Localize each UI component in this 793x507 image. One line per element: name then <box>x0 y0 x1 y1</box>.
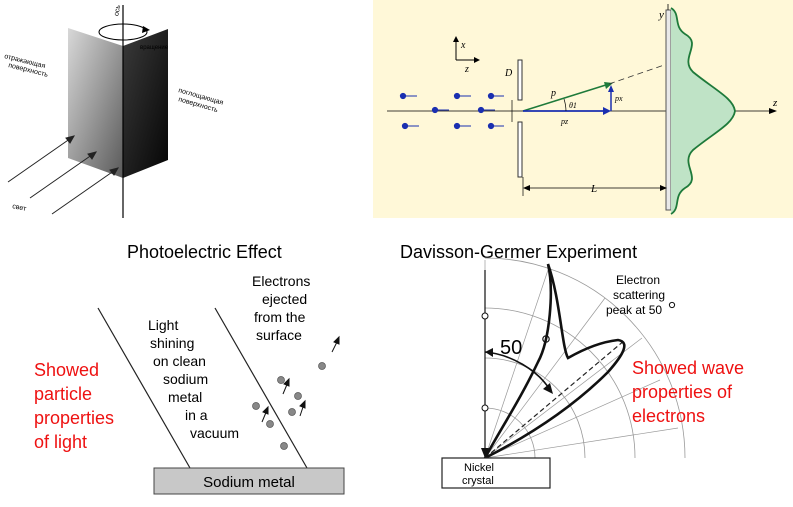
wave-note-2: properties of <box>632 382 733 402</box>
particle-note-3: properties <box>34 408 114 428</box>
angle-label: θ1 <box>569 101 577 110</box>
slit-barrier-bottom <box>517 121 523 178</box>
ejected-electrons <box>252 362 326 450</box>
diffraction-intensity-curve <box>670 7 736 215</box>
scattering-intensity-curve <box>483 263 626 460</box>
distance-label: L <box>590 183 597 195</box>
incoming-electrons <box>399 92 504 130</box>
peak-text-1: Electron <box>616 273 660 287</box>
reflecting-plate <box>68 28 123 178</box>
light-label: свет <box>12 203 28 213</box>
light-text-4: sodium <box>163 371 208 387</box>
slit-width-label: D <box>504 68 513 79</box>
peak-direction-line <box>484 339 626 459</box>
momentum-px-label: px <box>614 94 623 103</box>
electrons-text-3: from the <box>254 309 306 325</box>
absorbing-plate <box>123 29 168 178</box>
electrons-text-1: Electrons <box>252 273 310 289</box>
wave-note-3: electrons <box>632 406 705 426</box>
axis-y-label: y <box>658 9 664 21</box>
light-text-7: vacuum <box>190 425 239 441</box>
light-text-3: on clean <box>153 353 206 369</box>
photoelectric-title: Photoelectric Effect <box>127 242 282 262</box>
slit-barrier-top <box>517 59 523 101</box>
detector-screen <box>665 9 672 211</box>
sodium-metal-label: Sodium metal <box>203 474 295 491</box>
slit-diffraction-diagram: x z z D p θ1 pz px y L <box>373 0 793 218</box>
photoelectric-diagram: Photoelectric Effect Light shining on cl… <box>34 242 345 495</box>
sodium-metal-block <box>153 467 345 495</box>
light-text-6: in a <box>185 407 208 423</box>
particle-note-2: particle <box>34 384 92 404</box>
incident-electron-1 <box>481 312 489 320</box>
momentum-p-label: p <box>550 88 556 99</box>
crystal-label-1: Nickel <box>464 462 494 474</box>
peak-text-3: peak at 50 <box>606 303 662 317</box>
wave-note-1: Showed wave <box>632 358 744 378</box>
polar-grid <box>484 257 686 459</box>
light-beam-left <box>97 307 191 469</box>
davisson-germer-diagram: Davisson-Germer Experiment 50 Electron s… <box>400 242 744 489</box>
light-beam-right <box>214 307 308 469</box>
axis-label: ось <box>113 4 122 16</box>
electron-arrows <box>261 335 340 423</box>
axis-z-label: z <box>772 97 778 109</box>
electrons-text-2: ejected <box>262 291 307 307</box>
momentum-vector <box>522 83 610 112</box>
electrons-text-4: surface <box>256 327 302 343</box>
axis-z-small-label: z <box>464 64 469 75</box>
light-rays <box>7 135 120 215</box>
peak-text-2: scattering <box>613 288 665 302</box>
davisson-title: Davisson-Germer Experiment <box>400 242 637 262</box>
angle-value: 50 <box>500 337 522 359</box>
light-text-5: metal <box>168 389 202 405</box>
nickel-crystal-block <box>441 457 551 489</box>
rotating-plates-diagram: ось вращение отражающая поверхность погл… <box>4 4 224 218</box>
diffraction-intensity-fill <box>671 8 735 214</box>
particle-note-1: Showed <box>34 360 99 380</box>
rotation-label: вращение <box>140 45 169 51</box>
axis-x-label: x <box>460 40 466 51</box>
momentum-pz-label: pz <box>560 117 569 126</box>
light-text-1: Light <box>148 317 178 333</box>
crystal-label-2: crystal <box>462 475 494 487</box>
incident-electron-2 <box>481 404 489 412</box>
particle-note-4: of light <box>34 432 87 452</box>
light-text-2: shining <box>150 335 194 351</box>
dashed-projection <box>608 61 674 85</box>
rotation-arrow <box>98 23 148 41</box>
